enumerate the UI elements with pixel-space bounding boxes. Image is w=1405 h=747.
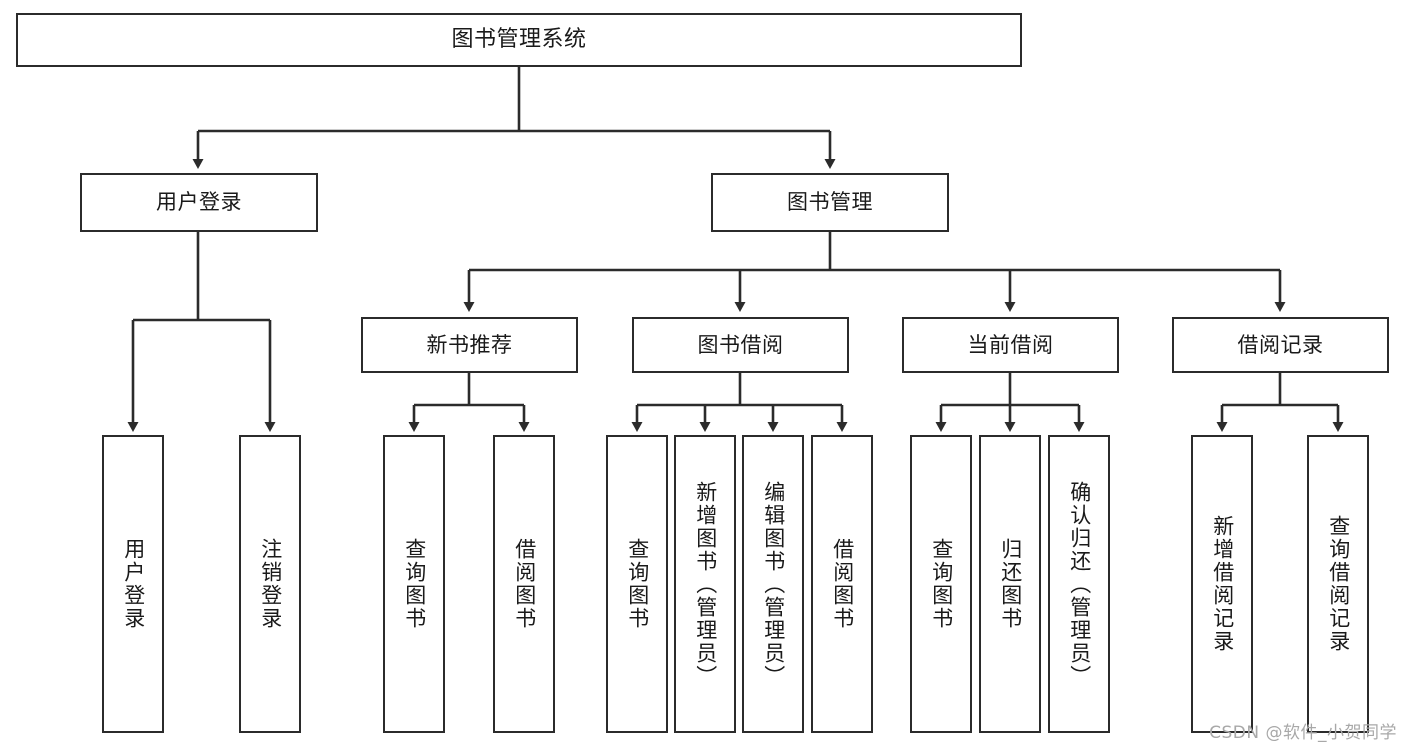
node-label: 借阅图书 bbox=[830, 538, 855, 630]
node-label: 用户登录 bbox=[121, 538, 146, 630]
node-label: 注销登录 bbox=[258, 538, 283, 630]
node-label: 用户登录 bbox=[156, 190, 242, 215]
leaf-query-borrow-record[interactable]: 查询借阅记录 bbox=[1307, 435, 1369, 733]
node-label: 编辑图书（管理员） bbox=[761, 480, 786, 688]
node-label: 归还图书 bbox=[998, 538, 1023, 630]
node-label: 借阅图书 bbox=[512, 538, 537, 630]
leaf-user-logout[interactable]: 注销登录 bbox=[239, 435, 301, 733]
node-book-management-module[interactable]: 图书管理 bbox=[711, 173, 949, 232]
leaf-borrow-book-recommend[interactable]: 借阅图书 bbox=[493, 435, 555, 733]
node-book-borrow[interactable]: 图书借阅 bbox=[632, 317, 849, 373]
node-label: 图书管理系统 bbox=[451, 27, 587, 53]
leaf-query-book-borrow[interactable]: 查询图书 bbox=[606, 435, 668, 733]
node-label: 查询图书 bbox=[625, 538, 650, 630]
leaf-query-book-current[interactable]: 查询图书 bbox=[910, 435, 972, 733]
node-new-book-recommend[interactable]: 新书推荐 bbox=[361, 317, 578, 373]
node-label: 查询图书 bbox=[929, 538, 954, 630]
node-label: 查询借阅记录 bbox=[1326, 515, 1351, 653]
node-borrow-records[interactable]: 借阅记录 bbox=[1172, 317, 1389, 373]
node-current-borrow[interactable]: 当前借阅 bbox=[902, 317, 1119, 373]
node-label: 借阅记录 bbox=[1237, 332, 1324, 357]
leaf-query-book-recommend[interactable]: 查询图书 bbox=[383, 435, 445, 733]
node-label: 新书推荐 bbox=[426, 332, 513, 357]
node-label: 查询图书 bbox=[402, 538, 427, 630]
node-user-login-module[interactable]: 用户登录 bbox=[80, 173, 318, 232]
leaf-add-book-admin[interactable]: 新增图书（管理员） bbox=[674, 435, 736, 733]
node-label: 图书管理 bbox=[787, 190, 873, 215]
leaf-confirm-return-admin[interactable]: 确认归还（管理员） bbox=[1048, 435, 1110, 733]
leaf-return-book[interactable]: 归还图书 bbox=[979, 435, 1041, 733]
watermark: CSDN @软件_小贺同学 bbox=[1209, 723, 1397, 743]
node-label: 图书借阅 bbox=[697, 332, 784, 357]
node-label: 当前借阅 bbox=[967, 332, 1054, 357]
node-label: 新增图书（管理员） bbox=[693, 480, 718, 688]
leaf-user-login[interactable]: 用户登录 bbox=[102, 435, 164, 733]
leaf-add-borrow-record[interactable]: 新增借阅记录 bbox=[1191, 435, 1253, 733]
leaf-edit-book-admin[interactable]: 编辑图书（管理员） bbox=[742, 435, 804, 733]
node-label: 确认归还（管理员） bbox=[1067, 480, 1092, 688]
leaf-borrow-book[interactable]: 借阅图书 bbox=[811, 435, 873, 733]
node-root-system[interactable]: 图书管理系统 bbox=[16, 13, 1022, 67]
node-label: 新增借阅记录 bbox=[1210, 515, 1235, 653]
